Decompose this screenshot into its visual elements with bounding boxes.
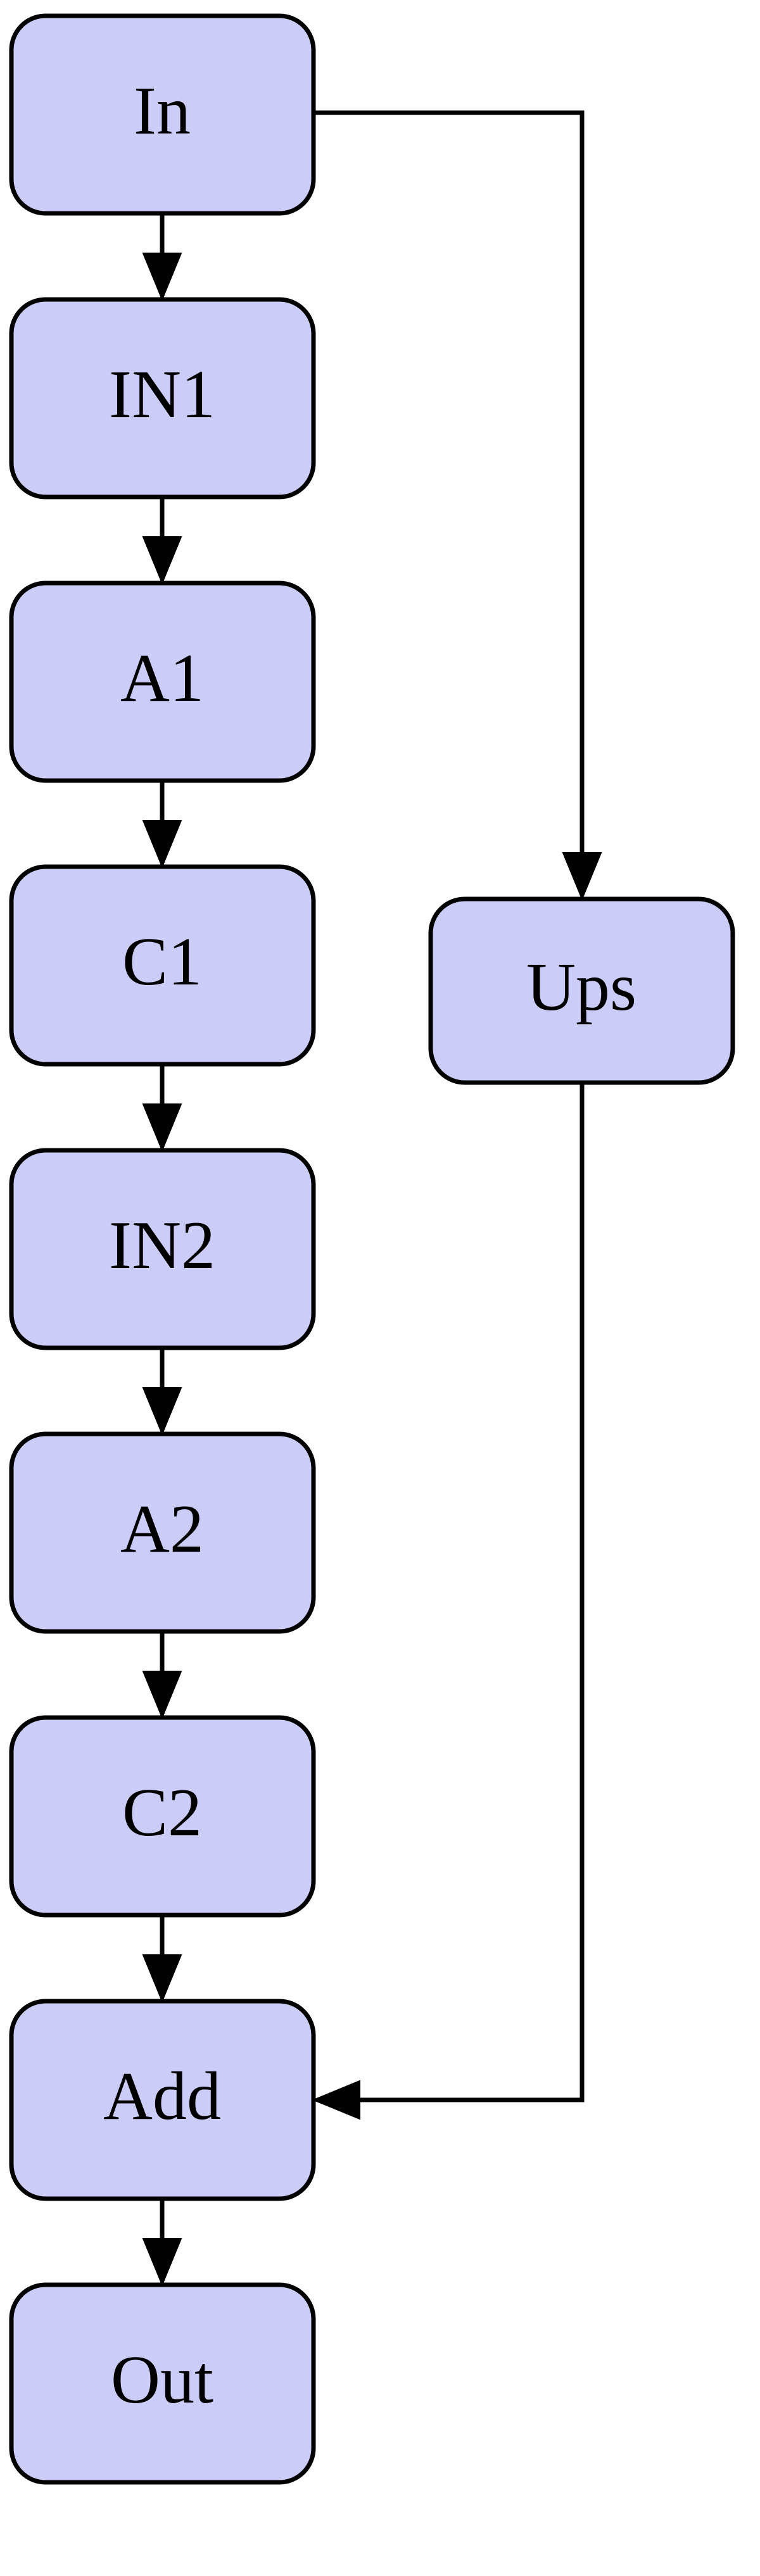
edge-ups-to-add[interactable]: [312, 1083, 585, 2120]
node-out[interactable]: Out: [9, 2282, 316, 2485]
node-in2[interactable]: IN2: [9, 1148, 316, 1350]
node-label-ups: Ups: [526, 950, 636, 1025]
edge-in-to-ups[interactable]: [314, 110, 602, 901]
node-label-c2: C2: [122, 1775, 202, 1850]
edge-a1-to-c1[interactable]: [142, 781, 182, 869]
arrowhead-down-icon: [142, 536, 182, 585]
node-a1[interactable]: A1: [9, 581, 316, 783]
node-label-in: In: [134, 73, 191, 149]
node-add[interactable]: Add: [9, 1999, 316, 2201]
arrowhead-down-icon: [142, 1387, 182, 1436]
edge-in-to-in1[interactable]: [142, 213, 182, 301]
node-ups[interactable]: Ups: [428, 896, 735, 1085]
node-in1[interactable]: IN1: [9, 297, 316, 499]
edge-c1-to-in2[interactable]: [142, 1064, 182, 1152]
node-label-add: Add: [103, 2059, 221, 2134]
node-a2[interactable]: A2: [9, 1431, 316, 1634]
node-c1[interactable]: C1: [9, 864, 316, 1067]
node-label-in2: IN2: [109, 1208, 215, 1283]
edge-a2-to-c2[interactable]: [142, 1631, 182, 1719]
arrowhead-down-icon: [142, 1671, 182, 1719]
edge-c2-to-add[interactable]: [142, 1915, 182, 2003]
arrowhead-down-icon: [142, 1103, 182, 1152]
edge-add-to-out[interactable]: [142, 2199, 182, 2287]
arrowhead-down-icon: [142, 253, 182, 301]
arrowhead-down-icon: [142, 820, 182, 869]
node-in[interactable]: In: [9, 13, 316, 216]
edge-in2-to-a2[interactable]: [142, 1348, 182, 1436]
arrowhead-down-icon: [142, 1954, 182, 2003]
node-label-a1: A1: [120, 641, 204, 716]
node-label-a2: A2: [120, 1492, 204, 1567]
node-layer: In IN1 A1 C1 IN2 A2: [9, 13, 735, 2485]
arrowhead-left-icon: [312, 2080, 360, 2120]
arrowhead-down-icon: [142, 2238, 182, 2287]
node-label-c1: C1: [122, 924, 202, 1000]
edge-layer: [142, 110, 602, 2287]
node-label-in1: IN1: [109, 357, 215, 432]
node-c2[interactable]: C2: [9, 1715, 316, 1918]
edge-in1-to-a1[interactable]: [142, 497, 182, 585]
node-label-out: Out: [111, 2342, 213, 2418]
arrowhead-down-icon: [562, 852, 602, 901]
